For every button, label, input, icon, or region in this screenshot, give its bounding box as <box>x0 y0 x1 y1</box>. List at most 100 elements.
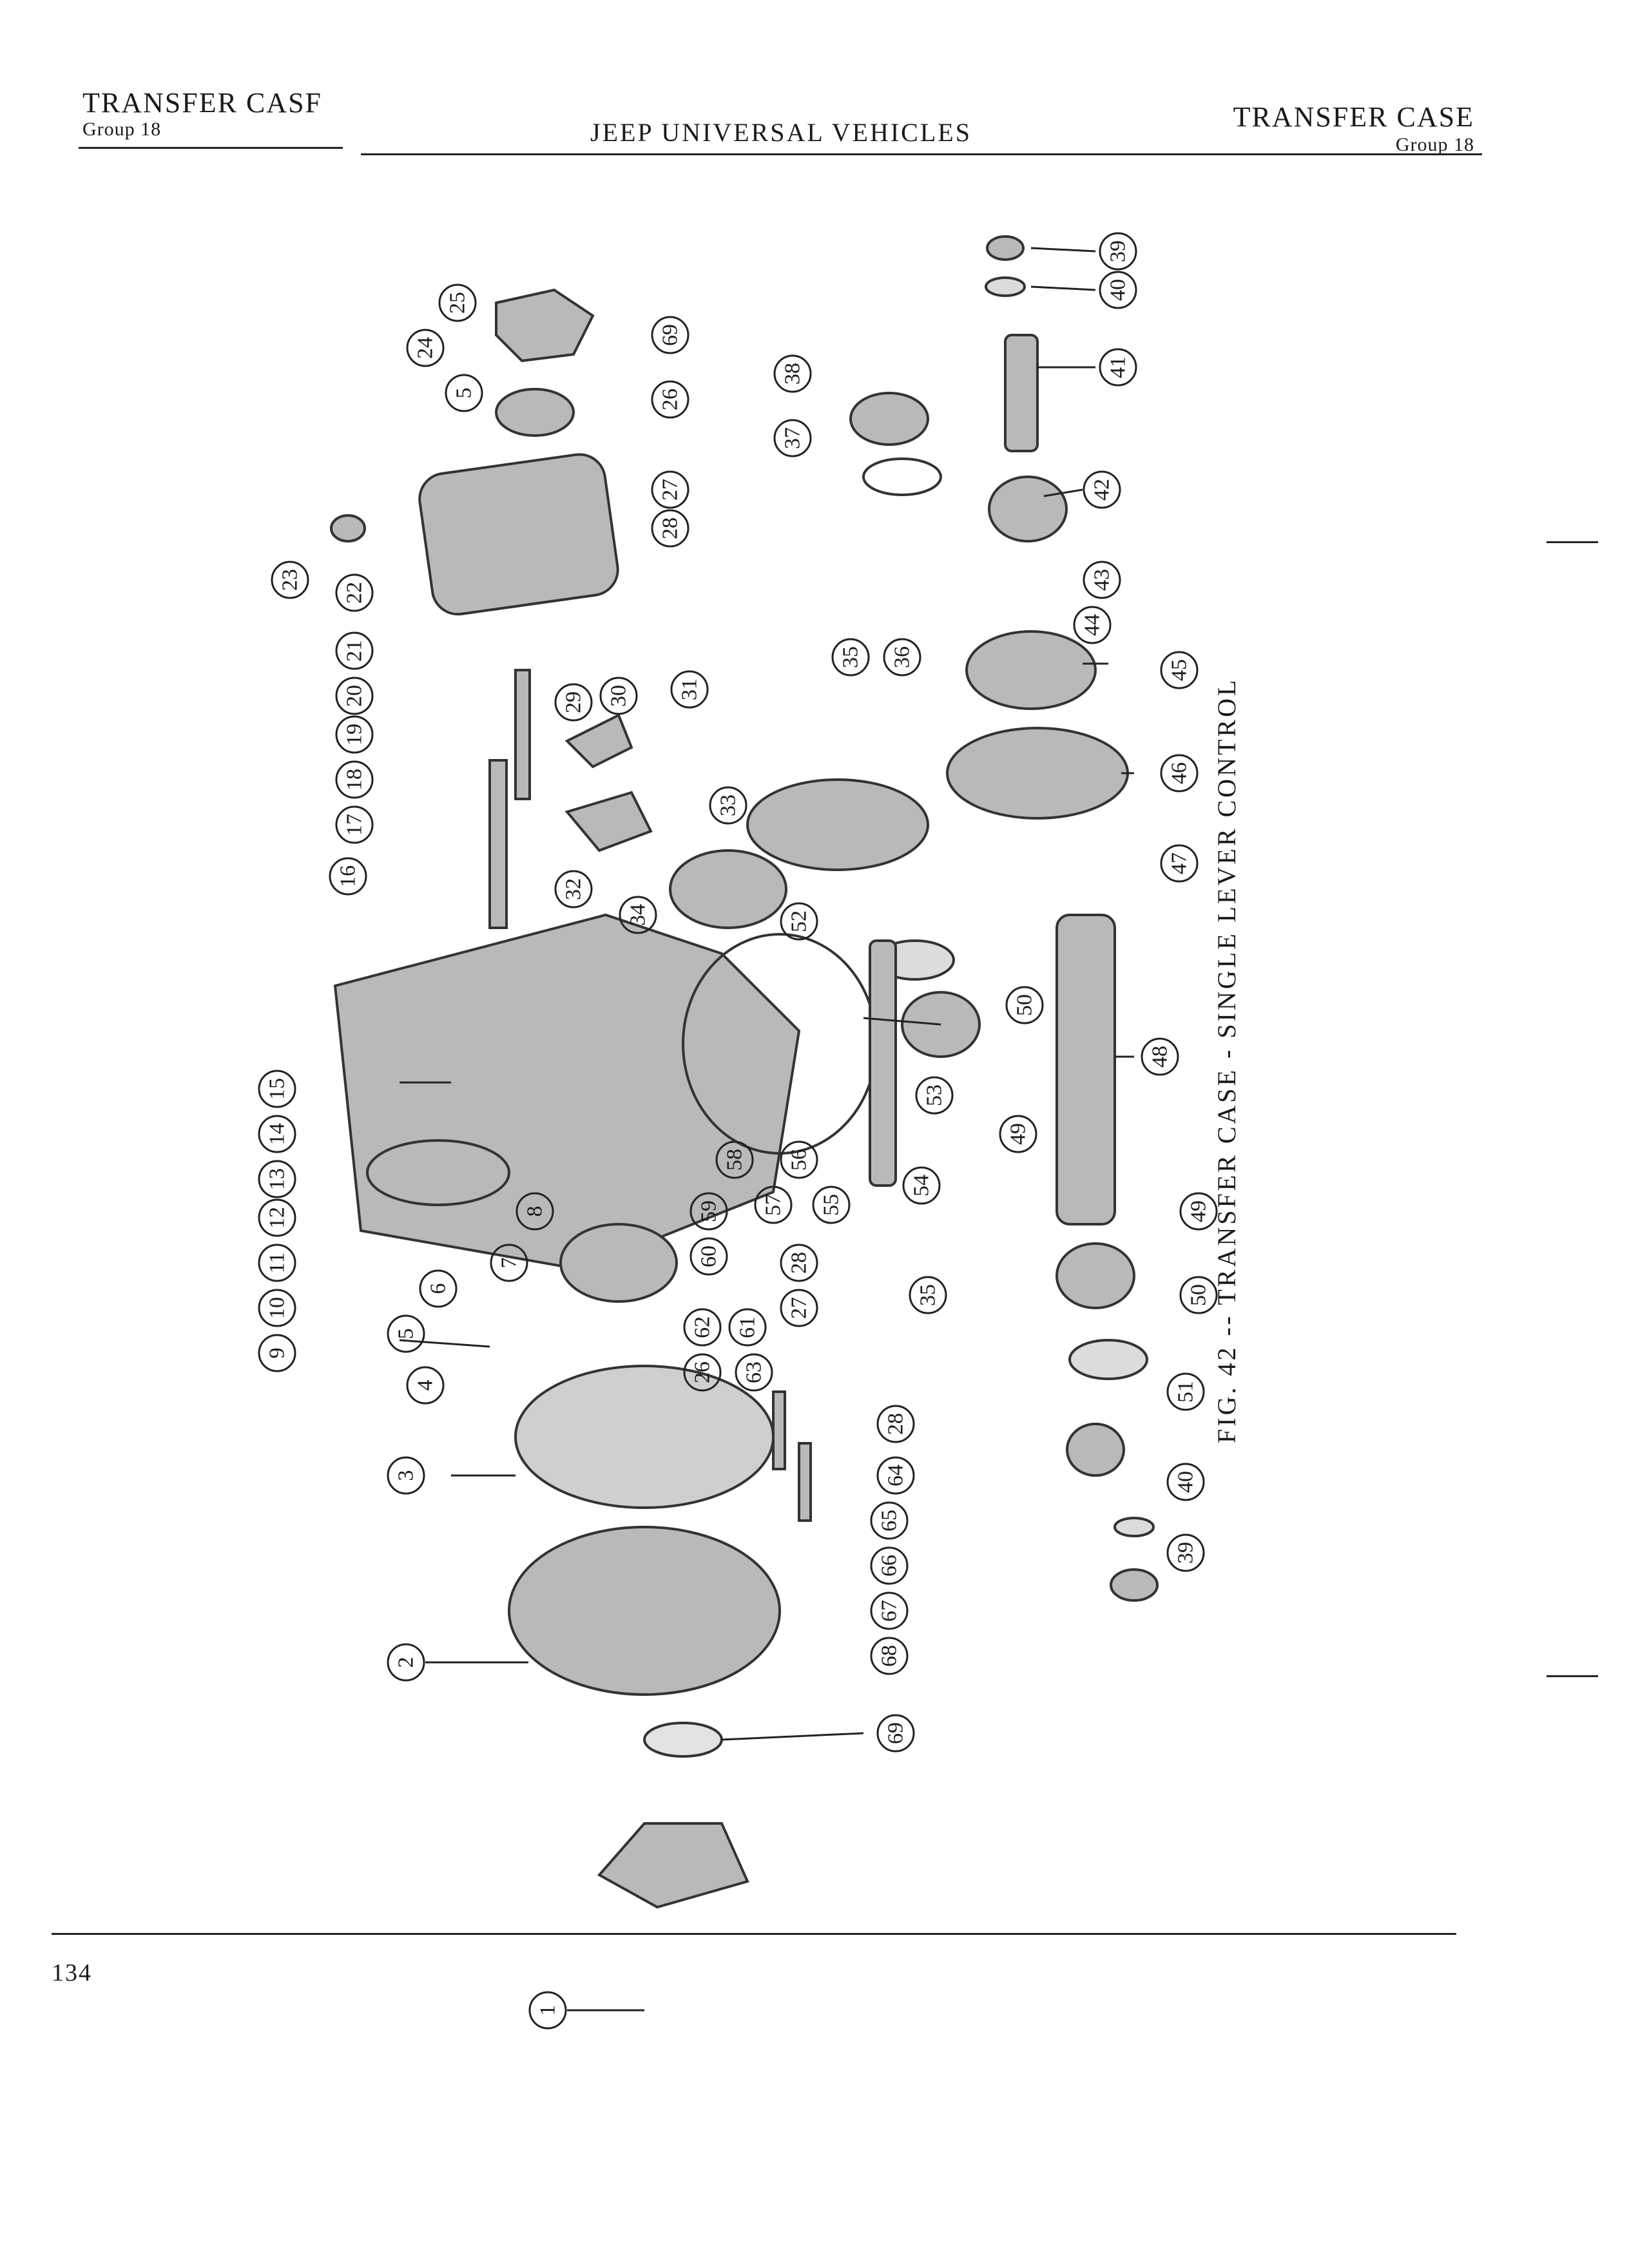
callout-label-39-top: 39 <box>1106 240 1130 262</box>
callout-label-26-mid: 26 <box>691 1361 715 1383</box>
callout-label-11: 11 <box>265 1253 289 1274</box>
callout-label-16: 16 <box>336 865 360 887</box>
callout-label-47: 47 <box>1168 852 1191 874</box>
callout-label-35-bottom: 35 <box>916 1284 940 1306</box>
callout-label-13: 13 <box>265 1168 289 1190</box>
callout-label-43: 43 <box>1090 569 1114 591</box>
callout-40-top <box>1099 271 1137 309</box>
callout-label-5-top: 5 <box>452 388 476 399</box>
callout-45 <box>1160 651 1199 689</box>
callout-27-top <box>651 470 689 509</box>
callout-22 <box>335 573 374 612</box>
callout-label-22: 22 <box>343 582 367 604</box>
callout-label-46: 46 <box>1168 762 1191 784</box>
running-header-right: TRANSFER CASE Group 18 <box>1233 103 1474 155</box>
callout-69-top <box>651 316 689 354</box>
part-washer-40-bottom <box>1113 1517 1155 1537</box>
callout-label-32: 32 <box>562 878 586 900</box>
callout-label-63: 63 <box>742 1361 766 1383</box>
part-bearing-cone-front <box>1055 1242 1135 1309</box>
callout-12 <box>258 1198 296 1237</box>
callout-label-9: 9 <box>265 1348 289 1359</box>
callout-32 <box>554 870 593 908</box>
callout-26-mid <box>683 1353 722 1392</box>
part-nut-39-bottom <box>1110 1568 1159 1602</box>
part-brake-drum <box>508 1526 781 1696</box>
callout-11 <box>258 1244 296 1282</box>
callout-label-37: 37 <box>781 427 805 449</box>
callout-label-53: 53 <box>923 1084 947 1106</box>
callout-18 <box>335 760 374 799</box>
callout-29 <box>554 683 593 722</box>
callout-label-56: 56 <box>787 1149 811 1171</box>
callout-label-41: 41 <box>1106 356 1130 378</box>
callout-14 <box>258 1115 296 1153</box>
callout-label-31: 31 <box>678 678 702 700</box>
callout-28-bottom <box>876 1405 915 1443</box>
page-number: 134 <box>52 1959 92 1986</box>
callout-label-48: 48 <box>1148 1046 1172 1068</box>
callout-label-2: 2 <box>394 1657 418 1668</box>
part-nut-39-top <box>986 235 1025 261</box>
callout-63 <box>735 1353 773 1392</box>
callout-47 <box>1160 844 1199 883</box>
part-gear-sliding <box>669 849 787 929</box>
part-gear-42 <box>988 476 1068 543</box>
callout-label-35-top: 35 <box>839 646 863 668</box>
callout-label-21: 21 <box>343 640 367 662</box>
callout-label-33: 33 <box>717 794 740 816</box>
callout-label-68: 68 <box>878 1645 901 1667</box>
callout-label-49-right: 49 <box>1187 1200 1211 1222</box>
callout-label-65: 65 <box>878 1510 901 1532</box>
callout-label-19: 19 <box>343 724 367 745</box>
callout-40-bottom <box>1166 1463 1205 1501</box>
header-rule-left <box>79 147 343 149</box>
callout-label-26-top: 26 <box>659 389 682 410</box>
callout-51 <box>1166 1372 1205 1411</box>
callout-54 <box>902 1166 941 1205</box>
callout-9 <box>258 1334 296 1372</box>
part-rear-housing <box>418 453 619 616</box>
callout-52 <box>780 902 818 941</box>
callout-label-52: 52 <box>787 910 811 932</box>
callout-label-20: 20 <box>343 685 367 707</box>
callout-label-23: 23 <box>278 569 302 591</box>
callout-label-27-mid: 27 <box>787 1297 811 1319</box>
callout-27-mid <box>780 1289 818 1327</box>
part-shift-fork-front <box>564 713 633 769</box>
part-bolt-65 <box>798 1442 812 1522</box>
part-countershaft <box>869 939 897 1187</box>
callout-49-left <box>999 1115 1037 1153</box>
callout-label-18: 18 <box>343 769 367 791</box>
part-washer-40-top <box>985 276 1026 297</box>
part-front-flange <box>597 1822 749 1909</box>
callout-label-5-bottom: 5 <box>394 1329 418 1340</box>
callout-label-34: 34 <box>626 904 650 926</box>
callout-label-57: 57 <box>762 1194 786 1216</box>
callout-31 <box>670 670 709 709</box>
callout-label-64: 64 <box>884 1465 908 1486</box>
callout-53 <box>915 1076 954 1115</box>
part-shift-rail-short <box>514 669 531 800</box>
callout-label-28-bottom: 28 <box>884 1413 908 1435</box>
callout-label-15: 15 <box>265 1078 289 1100</box>
callout-label-69-bottom: 69 <box>884 1722 908 1744</box>
callout-44 <box>1073 606 1112 644</box>
header-left-group: Group 18 <box>82 119 162 140</box>
callout-39-bottom <box>1166 1533 1205 1572</box>
part-yoke-rear <box>495 288 595 363</box>
callout-64 <box>876 1456 915 1495</box>
callout-7 <box>490 1244 528 1282</box>
callout-10 <box>258 1289 296 1327</box>
callout-label-51: 51 <box>1174 1381 1198 1403</box>
callout-label-29: 29 <box>562 691 586 713</box>
callout-50-right <box>1179 1276 1218 1314</box>
callout-42 <box>1083 470 1121 509</box>
callout-8 <box>516 1192 554 1231</box>
callout-4 <box>406 1366 445 1405</box>
callout-5-top <box>445 374 483 412</box>
part-housing-front <box>559 1223 678 1303</box>
callout-67 <box>870 1591 909 1630</box>
part-brake-assembly <box>514 1365 775 1509</box>
